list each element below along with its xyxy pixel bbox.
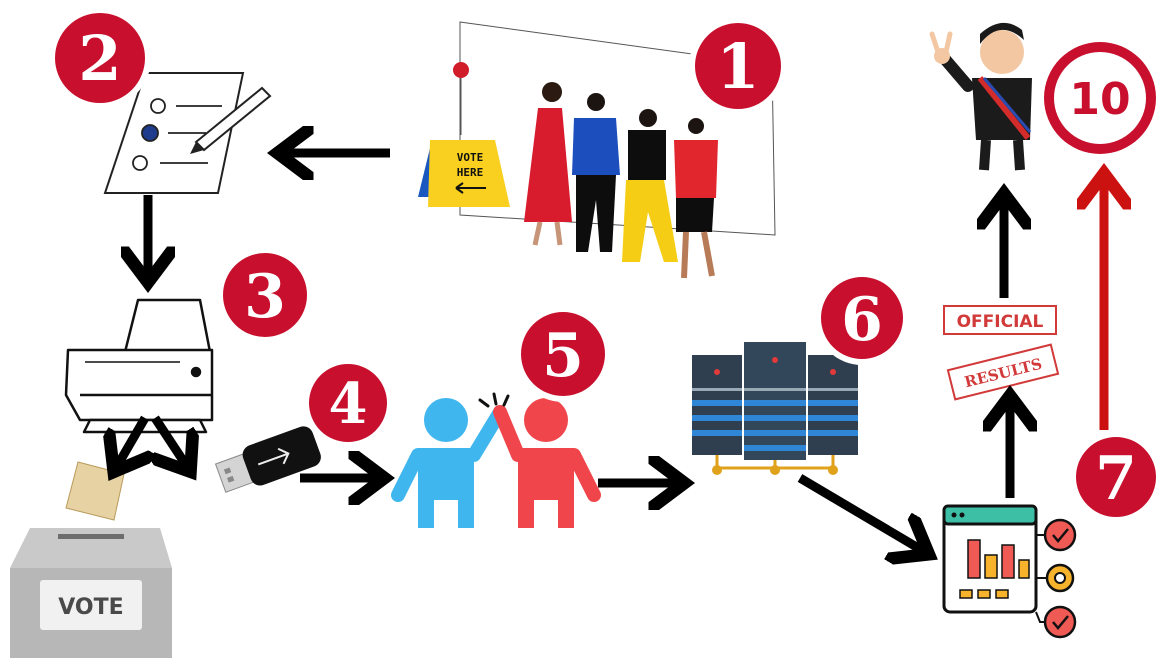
ballot-box-icon: VOTE (10, 461, 172, 658)
arrow-printer-to-box (116, 415, 145, 468)
step-number-5: 5 (542, 321, 584, 391)
step-badge-3: 3 (217, 247, 313, 343)
step-badge-10: 10 (1044, 42, 1156, 154)
step-number-4: 4 (329, 371, 368, 437)
vote-here-text-2: HERE (457, 166, 484, 179)
flow-arrows (116, 153, 1104, 552)
dashboard-chart-icon (942, 504, 1077, 639)
server-rack-icon (692, 342, 858, 475)
step-number-2: 2 (78, 22, 121, 95)
arrow-printer-to-usb (155, 415, 188, 468)
step-badge-7: 7 (1070, 431, 1162, 523)
step-badge-2: 2 (49, 7, 151, 109)
usb-drive-icon (214, 426, 321, 493)
official-stamp: OFFICIAL (943, 305, 1057, 335)
step-badge-4: 4 (303, 358, 393, 448)
step-badge-6: 6 (815, 271, 909, 365)
step-number-7: 7 (1095, 444, 1137, 514)
voters-queue: VOTE HERE (418, 21, 776, 279)
winner-figure (929, 22, 1032, 171)
official-stamp-text: OFFICIAL (957, 312, 1044, 332)
printer-icon (64, 298, 214, 434)
step-number-6: 6 (841, 285, 883, 355)
step-number-3: 3 (244, 262, 286, 332)
arrow-6-to-7 (797, 474, 925, 552)
step-number-1: 1 (716, 30, 759, 103)
high-five-icon (391, 392, 601, 528)
step-badge-5: 5 (515, 306, 611, 402)
results-stamp: RESULTS (946, 343, 1060, 401)
step-number-10: 10 (1069, 74, 1130, 125)
vote-here-text-1: VOTE (457, 151, 484, 164)
ballot-form-icon (103, 72, 272, 194)
step-badge-1: 1 (689, 17, 787, 115)
ballot-box-label: VOTE (58, 595, 123, 620)
